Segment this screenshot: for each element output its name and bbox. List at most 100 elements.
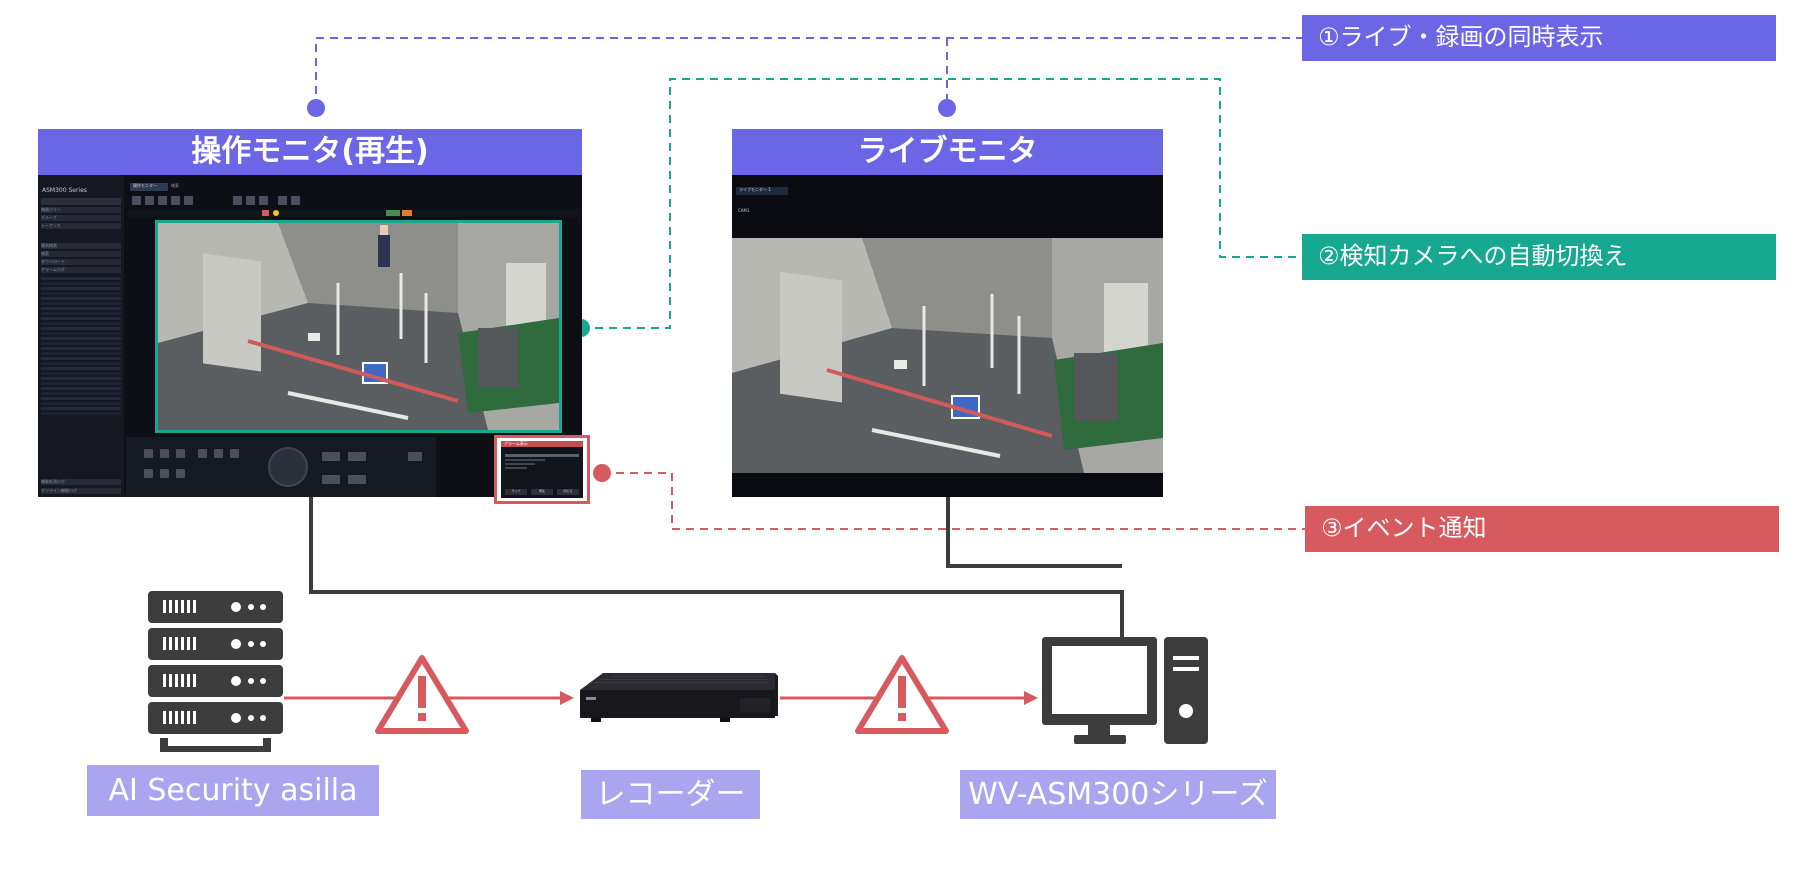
- live-monitor-screen: ライブモニター 1 CAM1: [732, 175, 1163, 497]
- zoom-out-button[interactable]: [144, 449, 153, 458]
- zoom-in-button[interactable]: [176, 449, 185, 458]
- alarm-log-row[interactable]: [41, 302, 121, 305]
- tab-operation-monitor[interactable]: 操作モニター: [130, 183, 168, 191]
- alarm-log-row[interactable]: [41, 347, 121, 350]
- sidebar-section[interactable]: 検索: [41, 251, 121, 257]
- callout-1-connector: [315, 37, 1302, 108]
- alarm-log-row[interactable]: [41, 362, 121, 365]
- computer-icon: [1042, 637, 1208, 744]
- warning-badge: [273, 210, 279, 216]
- snapshot-button[interactable]: [246, 196, 255, 205]
- alarm-popup: アラーム表示 ライブ 再生 閉じる: [494, 435, 590, 504]
- rec-indicator: [386, 210, 400, 216]
- callout-auto-camera-switch: ②検知カメラへの自動切換え: [1302, 234, 1776, 280]
- focus-auto-button[interactable]: [160, 469, 169, 478]
- fullscreen-button[interactable]: [233, 196, 242, 205]
- sidebar-footer-item[interactable]: 機能拡張ログ: [41, 479, 121, 485]
- link-button[interactable]: [259, 196, 268, 205]
- sidebar-section[interactable]: ダウンロード: [41, 259, 121, 265]
- brightness-down-button[interactable]: [198, 449, 207, 458]
- focus-far-button[interactable]: [176, 469, 185, 478]
- corridor-scene: [158, 223, 559, 430]
- layout-toolbar: [128, 195, 578, 207]
- alarm-log-row[interactable]: [41, 372, 121, 375]
- print-button[interactable]: [278, 196, 287, 205]
- camera-label: CAM1: [738, 208, 750, 213]
- sidebar-section[interactable]: 機器ツリー: [41, 207, 121, 213]
- zoom-reset-button[interactable]: [160, 449, 169, 458]
- playback-control-panel: [126, 437, 436, 497]
- alarm-log-row[interactable]: [41, 282, 121, 285]
- layout-more-button[interactable]: [184, 196, 193, 205]
- focus-near-button[interactable]: [144, 469, 153, 478]
- alarm-log-row[interactable]: [41, 317, 121, 320]
- server-rack-icon: [148, 591, 283, 752]
- alarm-log-row[interactable]: [41, 337, 121, 340]
- alarm-log-row[interactable]: [41, 342, 121, 345]
- ptz-joystick[interactable]: [268, 447, 308, 487]
- alarm-log-row[interactable]: [41, 352, 121, 355]
- alarm-log-row[interactable]: [41, 312, 121, 315]
- sidebar-search-input[interactable]: [41, 198, 121, 205]
- alarm-log-row[interactable]: [41, 407, 121, 410]
- auto-mode-button[interactable]: [322, 475, 340, 484]
- callout-2-connector: [581, 78, 1302, 329]
- alarm-log-row[interactable]: [41, 377, 121, 380]
- settings-button[interactable]: [408, 452, 422, 461]
- alarm-log-row[interactable]: [41, 322, 121, 325]
- layout-16-button[interactable]: [171, 196, 180, 205]
- sidebar-section[interactable]: グループ: [41, 215, 121, 221]
- device-sidebar: ASM300 Series 機器ツリー グループ シーケンス 簡易検索 検索 ダ…: [38, 175, 124, 497]
- alarm-indicator: [262, 210, 269, 216]
- brand-label: ASM300 Series: [42, 187, 87, 194]
- operation-monitor-title: 操作モニタ(再生): [38, 129, 582, 175]
- sidebar-footer-item[interactable]: オンライン機能ログ: [41, 488, 121, 494]
- live-indicator: [402, 210, 412, 216]
- layout-4-button[interactable]: [145, 196, 154, 205]
- alarm-log-row[interactable]: [41, 357, 121, 360]
- ai-security-label: AI Security asilla: [87, 765, 379, 816]
- tab-search[interactable]: 検索: [171, 183, 179, 188]
- tab-live-monitor[interactable]: ライブモニター 1: [736, 187, 788, 195]
- sidebar-section[interactable]: 簡易検索: [41, 243, 121, 249]
- alarm-playback-button[interactable]: 再生: [531, 489, 553, 495]
- preset-button[interactable]: [322, 452, 340, 461]
- preset-register-button[interactable]: [348, 452, 366, 461]
- camera-view-playback[interactable]: [155, 220, 562, 433]
- callout-event-notification: ③イベント通知: [1305, 506, 1779, 552]
- sidebar-section[interactable]: シーケンス: [41, 223, 121, 229]
- callout-1-dot-right: [938, 99, 956, 117]
- alarm-log-row[interactable]: [41, 382, 121, 385]
- alarm-log-row[interactable]: [41, 287, 121, 290]
- export-button[interactable]: [291, 196, 300, 205]
- layout-9-button[interactable]: [158, 196, 167, 205]
- network-cables: [309, 497, 1124, 637]
- alarm-log-row[interactable]: [41, 387, 121, 390]
- brightness-up-button[interactable]: [230, 449, 239, 458]
- corridor-scene: [732, 238, 1163, 473]
- alarm-log-row[interactable]: [41, 297, 121, 300]
- alarm-live-button[interactable]: ライブ: [505, 489, 527, 495]
- alarm-log-row[interactable]: [41, 412, 121, 415]
- alarm-log-row[interactable]: [41, 327, 121, 330]
- callout-1-dot-left: [307, 99, 325, 117]
- alarm-log-row[interactable]: [41, 292, 121, 295]
- sidebar-section[interactable]: アラームログ: [41, 267, 121, 273]
- alarm-log-row[interactable]: [41, 277, 121, 280]
- callout-simultaneous-display: ①ライブ・録画の同時表示: [1302, 15, 1776, 61]
- aux-button[interactable]: [348, 475, 366, 484]
- layout-1-button[interactable]: [132, 196, 141, 205]
- alarm-log-row[interactable]: [41, 367, 121, 370]
- camera-view-live[interactable]: [732, 238, 1163, 473]
- alarm-close-button[interactable]: 閉じる: [557, 489, 579, 495]
- alarm-log-row[interactable]: [41, 402, 121, 405]
- brightness-reset-button[interactable]: [214, 449, 223, 458]
- asm300-label: WV-ASM300シリーズ: [960, 770, 1276, 819]
- alarm-log-row[interactable]: [41, 397, 121, 400]
- alarm-log-list: [38, 277, 124, 415]
- alarm-log-row[interactable]: [41, 307, 121, 310]
- operation-monitor-screen: ASM300 Series 機器ツリー グループ シーケンス 簡易検索 検索 ダ…: [38, 175, 582, 497]
- alarm-log-row[interactable]: [41, 392, 121, 395]
- alarm-log-row[interactable]: [41, 332, 121, 335]
